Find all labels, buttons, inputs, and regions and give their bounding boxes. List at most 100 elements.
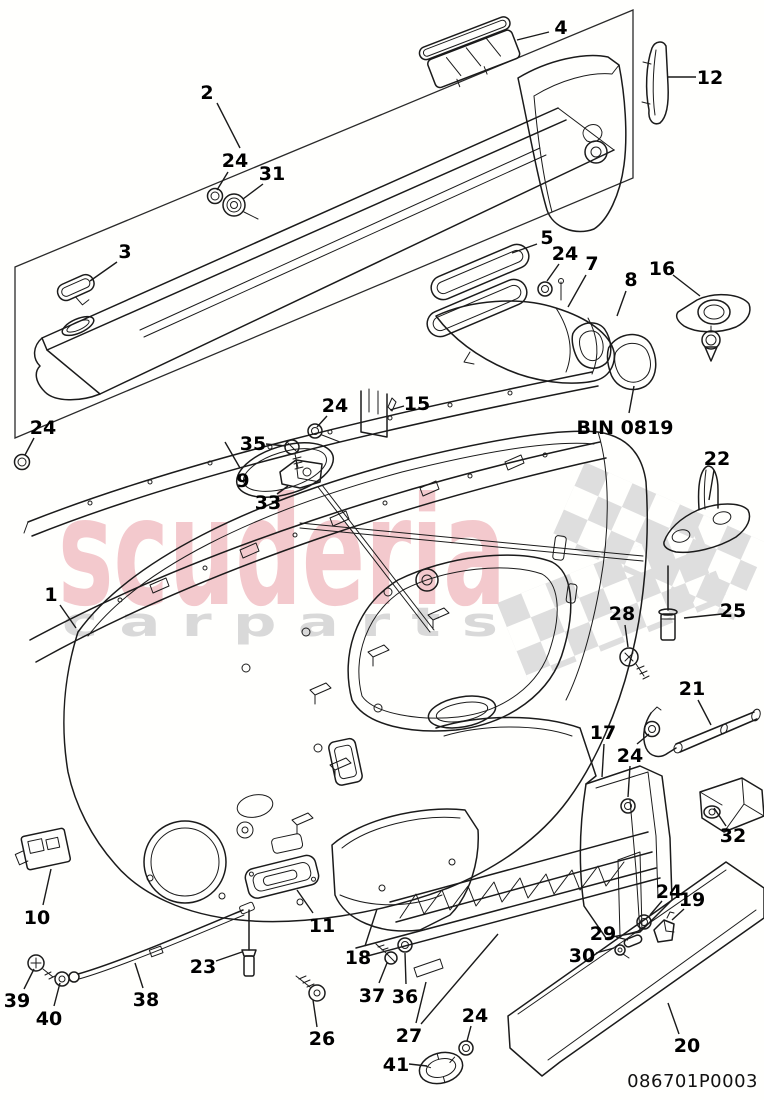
part-5-gasket bbox=[430, 243, 530, 301]
part-17-pocket-support bbox=[435, 716, 673, 939]
part-24-nut-rod bbox=[643, 720, 661, 738]
callout-25-label: 25 bbox=[720, 600, 746, 622]
part-11-plate bbox=[244, 854, 320, 899]
inset-frame bbox=[14, 9, 634, 439]
part-28-screw bbox=[619, 647, 650, 680]
door-corner-trim bbox=[517, 54, 627, 233]
part-24-grommet-pocket bbox=[620, 798, 636, 814]
callout-35-label: 35 bbox=[240, 433, 266, 455]
part-24-nut-left bbox=[13, 453, 31, 471]
callout-38-label: 38 bbox=[133, 989, 159, 1011]
callout-27-label: 27 bbox=[396, 1025, 422, 1047]
callout-24-label: 24 bbox=[656, 881, 682, 903]
leader-line-10 bbox=[42, 868, 52, 906]
part-31-washer bbox=[222, 193, 259, 220]
callout-31-label: 31 bbox=[259, 163, 285, 185]
part-23-rivet bbox=[241, 909, 257, 977]
leader-line-28 bbox=[624, 624, 629, 648]
callout-3-label: 3 bbox=[118, 241, 131, 263]
callout-28-label: 28 bbox=[609, 603, 635, 625]
leader-line-24 bbox=[636, 733, 650, 745]
callout-24-label: 24 bbox=[30, 417, 56, 439]
leader-line-5 bbox=[511, 243, 538, 254]
callout-37-label: 37 bbox=[359, 985, 385, 1007]
part-20-lower-trim bbox=[507, 861, 764, 1077]
watermark-subtitle-text: c a r p a r t s bbox=[62, 600, 498, 646]
leader-line-40 bbox=[53, 982, 61, 1007]
part-10-bracket bbox=[14, 827, 72, 871]
part-15-clip bbox=[360, 388, 388, 438]
part-32-block bbox=[699, 777, 764, 833]
callout-21-label: 21 bbox=[679, 678, 705, 700]
callout-26-label: 26 bbox=[309, 1028, 335, 1050]
leader-line-24 bbox=[627, 765, 631, 798]
callout-17-label: 17 bbox=[590, 722, 616, 744]
leader-line-24 bbox=[216, 171, 229, 191]
leader-line-37 bbox=[378, 962, 388, 984]
leader-line-bin-0819 bbox=[628, 385, 635, 414]
callout-32-label: 32 bbox=[720, 825, 746, 847]
part-8-clamp bbox=[571, 322, 657, 391]
callout-39-label: 39 bbox=[4, 990, 30, 1012]
leader-line-3 bbox=[89, 261, 118, 282]
leader-line-31 bbox=[242, 183, 264, 200]
leader-line-26 bbox=[312, 999, 318, 1028]
leader-line-36 bbox=[404, 952, 407, 985]
watermark: scuderia c a r p a r t s bbox=[58, 462, 764, 681]
leader-line-25 bbox=[683, 613, 723, 619]
leader-line-22 bbox=[708, 469, 715, 501]
part-27-strips bbox=[355, 867, 661, 978]
callout-24-label: 24 bbox=[617, 745, 643, 767]
leader-line-1 bbox=[59, 604, 77, 629]
leader-line-9 bbox=[224, 441, 241, 469]
callout-7-label: 7 bbox=[585, 253, 598, 275]
leader-line-27 bbox=[415, 981, 427, 1024]
part-24-nut-mid bbox=[307, 423, 341, 443]
part-3-cap bbox=[56, 273, 95, 306]
leader-line-27 bbox=[420, 933, 499, 1025]
leader-line-41 bbox=[408, 1063, 428, 1067]
leader-line-8 bbox=[616, 290, 627, 317]
leader-line-32 bbox=[713, 807, 727, 827]
callout-41-label: 41 bbox=[383, 1054, 409, 1076]
leader-line-4 bbox=[516, 31, 550, 41]
callout-19-label: 19 bbox=[679, 889, 705, 911]
leader-line-23 bbox=[215, 951, 243, 962]
part-33-bracket bbox=[279, 459, 323, 489]
callout-29-label: 29 bbox=[590, 923, 616, 945]
part-4-grille bbox=[418, 16, 521, 89]
part-39-screw bbox=[27, 954, 56, 980]
leader-line-33 bbox=[276, 485, 289, 495]
leader-line-21 bbox=[697, 699, 712, 726]
part-21-rod bbox=[643, 706, 761, 758]
callout-10-label: 10 bbox=[24, 907, 50, 929]
leader-line-24 bbox=[24, 437, 35, 456]
callout-18-label: 18 bbox=[345, 947, 371, 969]
leader-line-18 bbox=[364, 908, 378, 947]
leader-line-15 bbox=[389, 405, 405, 411]
drawing-number: 086701P0003 bbox=[627, 1071, 758, 1092]
callout-12-label: 12 bbox=[697, 67, 723, 89]
leader-line-2 bbox=[216, 102, 241, 149]
callout-11-label: 11 bbox=[309, 915, 335, 937]
callout-40-label: 40 bbox=[36, 1008, 62, 1030]
part-1-door-card bbox=[63, 430, 648, 923]
part-30-fastener bbox=[614, 944, 630, 959]
leader-line-24 bbox=[466, 1025, 472, 1042]
leader-line-24 bbox=[649, 900, 663, 916]
leader-line-30 bbox=[595, 947, 615, 954]
leader-line-38 bbox=[134, 962, 144, 989]
callout-1-label: 1 bbox=[44, 584, 57, 606]
callout-24-label: 24 bbox=[552, 243, 578, 265]
callout-36-label: 36 bbox=[392, 986, 418, 1008]
callout-23-label: 23 bbox=[190, 956, 216, 978]
part-37-screw bbox=[375, 943, 398, 965]
callout-16-label: 16 bbox=[649, 258, 675, 280]
leader-line-19 bbox=[671, 908, 685, 921]
callout-8-label: 8 bbox=[624, 269, 637, 291]
checkered-flag-icon bbox=[497, 522, 728, 681]
callout-5-label: 5 bbox=[540, 227, 553, 249]
callout-24-label: 24 bbox=[462, 1005, 488, 1027]
callout-33-label: 33 bbox=[255, 492, 281, 514]
